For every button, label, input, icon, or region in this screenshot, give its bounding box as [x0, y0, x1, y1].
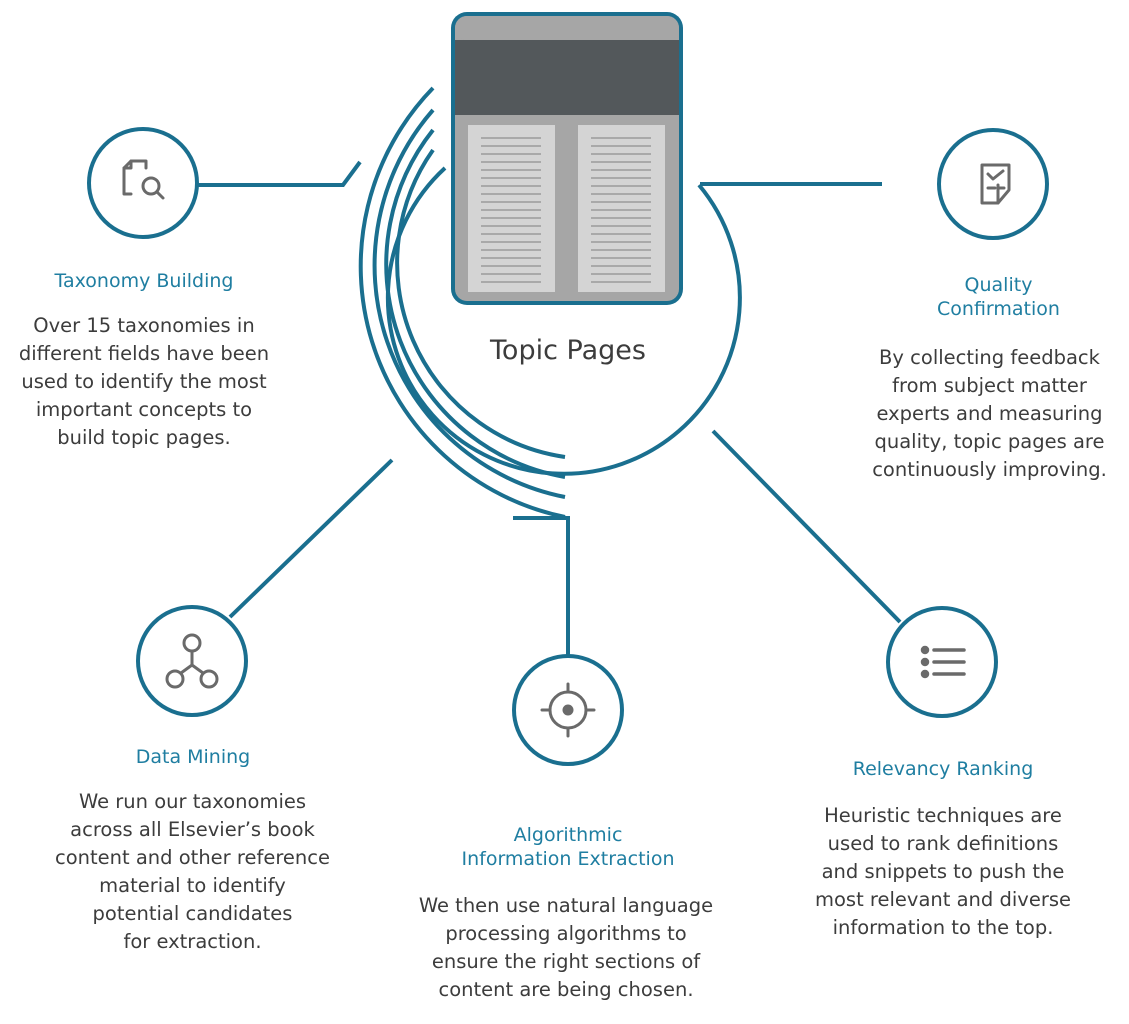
title-line: Confirmation — [937, 298, 1060, 320]
page-lines — [481, 137, 651, 283]
checklist-document-icon — [980, 163, 1011, 205]
desc-line: Over 15 taxonomies in — [33, 314, 255, 337]
connectors — [197, 160, 902, 668]
ranking-title: Relevancy Ranking — [852, 758, 1034, 780]
title-line: Quality — [964, 274, 1033, 296]
quality-desc: By collecting feedback from subject matt… — [850, 344, 1129, 484]
desc-line: across all Elsevier’s book — [70, 818, 315, 841]
desc-line: different fields have been — [18, 342, 270, 365]
crosshair-target-icon — [540, 682, 596, 738]
taxonomy-title: Taxonomy Building — [54, 270, 234, 292]
title-line: Information Extraction — [461, 848, 675, 870]
quality-title: Quality Confirmation — [866, 273, 1129, 321]
topic-pages-document — [451, 12, 683, 305]
desc-line: for extraction. — [123, 930, 262, 953]
central-circle — [385, 166, 742, 476]
desc-line: ensure the right sections of — [431, 950, 701, 973]
desc-line: important concepts to — [35, 398, 253, 421]
desc-line: continuously improving. — [872, 458, 1107, 481]
extraction-title: Algorithmic Information Extraction — [420, 823, 716, 871]
desc-line: information to the top. — [832, 916, 1054, 939]
network-nodes-icon — [165, 633, 219, 689]
extraction-desc: We then use natural language processing … — [388, 892, 744, 1004]
desc-line: from subject matter — [892, 374, 1087, 397]
document-search-icon — [122, 159, 165, 200]
mining-title: Data Mining — [135, 746, 251, 768]
desc-line: most relevant and diverse — [814, 888, 1071, 911]
desc-line: processing algorithms to — [445, 922, 687, 945]
desc-line: used to rank definitions — [827, 832, 1059, 855]
desc-line: Heuristic techniques are — [824, 804, 1062, 827]
desc-line: build topic pages. — [57, 426, 231, 449]
mining-desc: We run our taxonomies across all Elsevie… — [25, 788, 360, 956]
desc-line: material to identify — [99, 874, 286, 897]
desc-line: We run our taxonomies — [78, 790, 307, 813]
desc-line: experts and measuring — [876, 402, 1103, 425]
desc-line: and snippets to push the — [821, 860, 1065, 883]
desc-line: We then use natural language — [418, 894, 714, 917]
taxonomy-desc: Over 15 taxonomies in different fields h… — [3, 312, 285, 452]
desc-line: potential candidates — [92, 902, 293, 925]
ranking-desc: Heuristic techniques are used to rank de… — [790, 802, 1096, 942]
list-icon — [920, 645, 966, 679]
concentric-arcs — [358, 86, 566, 519]
desc-line: content and other reference — [55, 846, 330, 869]
title-line: Algorithmic — [513, 824, 623, 846]
desc-line: content are being chosen. — [438, 978, 694, 1001]
desc-line: used to identify the most — [21, 370, 267, 393]
desc-line: By collecting feedback — [879, 346, 1100, 369]
desc-line: quality, topic pages are — [874, 430, 1105, 453]
center-title: Topic Pages — [490, 335, 646, 366]
